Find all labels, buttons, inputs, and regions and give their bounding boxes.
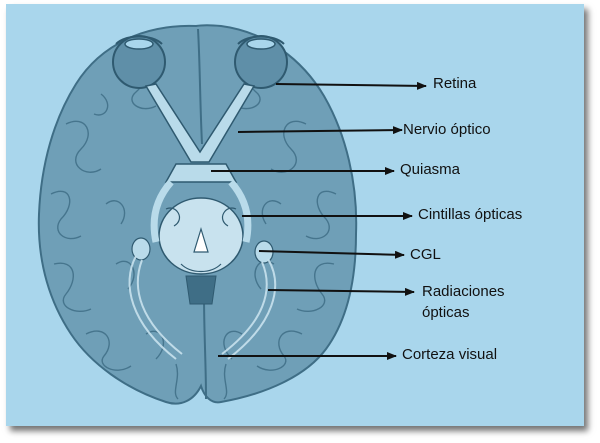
label-radiaciones: Radiaciones	[422, 283, 505, 300]
label-corteza-visual: Corteza visual	[402, 346, 498, 363]
label-cintillas-opticas: Cintillas ópticas	[418, 206, 523, 223]
diagram-panel: Retina Nervio óptico Quiasma Cintillas ó…	[6, 4, 584, 426]
optic-chiasm	[164, 163, 238, 183]
left-eye	[112, 35, 166, 89]
label-nervio-optico: Nervio óptico	[403, 121, 491, 138]
midbrain	[158, 197, 244, 275]
arrow-cgl	[258, 250, 405, 259]
right-eye	[234, 35, 288, 89]
label-retina: Retina	[433, 75, 477, 92]
label-opticas: ópticas	[422, 304, 470, 321]
gyri-texture	[50, 62, 337, 400]
longitudinal-fissure	[197, 28, 207, 400]
arrow-retina	[275, 81, 427, 90]
optic-nerves	[144, 83, 256, 163]
label-quiasma: Quiasma	[400, 161, 461, 178]
label-cgl: CGL	[410, 246, 441, 263]
arrow-radiaciones	[267, 287, 415, 296]
arrow-nervio-optico	[237, 126, 403, 135]
optic-tracts	[150, 179, 252, 243]
pointer-arrows	[211, 81, 427, 360]
brain-illustration	[37, 24, 358, 405]
brain-diagram	[37, 24, 427, 405]
optic-radiations	[128, 255, 276, 360]
brainstem	[185, 275, 217, 305]
